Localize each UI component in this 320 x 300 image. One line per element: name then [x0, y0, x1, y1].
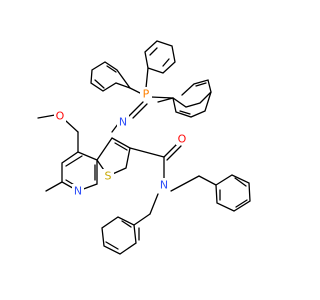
atom-label-s: S [105, 170, 112, 183]
structure-canvas: O N P O N S N [37, 40, 251, 255]
molecule-structure: O N P O N S N [37, 40, 251, 255]
atom-p: P [140, 87, 152, 101]
atom-label-n-amide: N [160, 179, 168, 192]
bond-thiophene-double [114, 142, 128, 151]
bond-p-ring-top [145, 67, 149, 89]
bond-aromatic-right [172, 82, 212, 118]
bond-n-ch2-right [170, 175, 200, 192]
bond-c6-methyl [45, 181, 63, 192]
phenyl-ring-left [90, 61, 132, 92]
bond-aromatic-left-1 [94, 65, 117, 89]
bond-ch2-ring-lower [133, 213, 151, 226]
atom-o-methoxy: O [54, 109, 66, 123]
bond-p-n-double [128, 101, 148, 119]
bond-ch2-ring-right [198, 175, 217, 186]
bond-c2-carbonyl [129, 147, 165, 158]
bond-c-o-double [163, 142, 182, 161]
benzyl-ring-lower [101, 216, 140, 255]
bond-o-ch3 [37, 114, 56, 119]
phenyl-ring-top [144, 40, 176, 74]
atom-n-amide: N [158, 178, 170, 192]
bond-pyridine-doubles [65, 155, 96, 187]
atom-label-o-methoxy: O [56, 110, 65, 123]
atom-n-pyridine: N [72, 184, 84, 198]
phenyl-ring-right [157, 79, 212, 108]
atom-s: S [102, 169, 114, 183]
bond-ch2-o [65, 120, 79, 133]
bond-p-ring-left [129, 87, 141, 94]
atom-o-carbonyl: O [176, 132, 188, 146]
benzyl-ring-right [215, 174, 251, 212]
bond-p-ring-right [150, 96, 174, 99]
thiophene-ring [96, 137, 131, 177]
atom-n-imine: N [117, 115, 129, 129]
atom-labels: O N P O N S N [54, 87, 188, 198]
atom-label-n-pyridine: N [74, 185, 82, 198]
bond-layer [37, 40, 251, 255]
atom-label-p: P [143, 88, 150, 101]
atom-label-o-carbonyl: O [178, 133, 187, 146]
bond-n-ch2-lower [149, 193, 159, 215]
atom-label-n-imine: N [119, 116, 127, 129]
